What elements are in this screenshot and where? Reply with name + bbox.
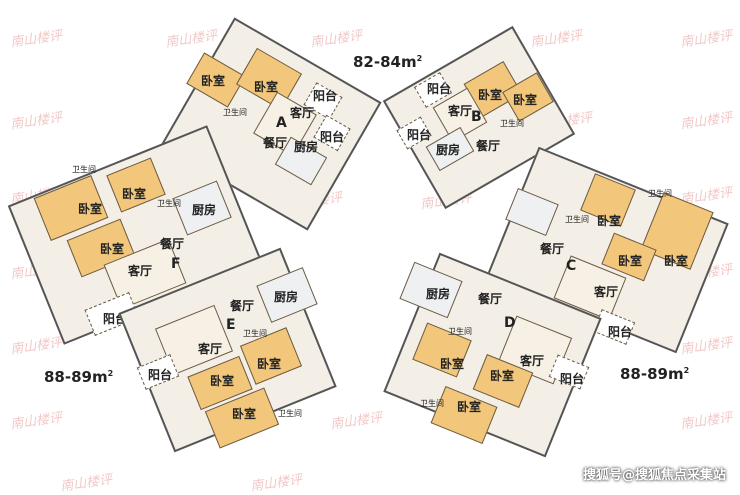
room-label-bedroom: 卧室 <box>210 374 235 388</box>
watermark: 南山楼评 <box>164 28 219 51</box>
area-value: 88-89 <box>44 368 92 386</box>
room-label-dining: 餐厅 <box>160 237 185 251</box>
room-label-dining: 餐厅 <box>478 292 503 306</box>
room-label-dining: 餐厅 <box>230 299 255 313</box>
room-label-bedroom: 卧室 <box>490 369 515 383</box>
room-label-balcony: 阳台 <box>608 325 633 339</box>
room-label-balcony: 阳台 <box>560 372 585 386</box>
room-label-balcony: 阳台 <box>148 368 173 382</box>
area-label-ef: 88-89m2 <box>44 368 113 386</box>
room-label-bathroom: 卫生间 <box>500 119 524 128</box>
room-label-balcony: 阳台 <box>427 82 452 96</box>
watermark: 南山楼评 <box>9 410 64 433</box>
area-unit: m <box>667 365 684 383</box>
room-label-living: 客厅 <box>448 104 473 118</box>
room-label-bedroom: 卧室 <box>513 93 538 107</box>
room-label-kitchen: 厨房 <box>274 290 299 304</box>
unit-letter-d: D <box>504 315 516 331</box>
watermark: 南山楼评 <box>9 335 64 358</box>
source-credit: 搜狐号@搜狐焦点采集站 <box>582 468 726 483</box>
room-label-bathroom: 卫生间 <box>420 399 444 408</box>
room-label-bathroom: 卫生间 <box>72 165 96 174</box>
area-label-cd: 88-89m2 <box>620 365 689 383</box>
watermark: 南山楼评 <box>309 28 364 51</box>
unit-letter-e: E <box>226 317 236 333</box>
room-label-bedroom: 卧室 <box>78 202 103 216</box>
unit-letter-f: F <box>171 256 181 272</box>
room-label-kitchen: 厨房 <box>294 140 319 154</box>
room-label-living: 客厅 <box>128 264 153 278</box>
area-unit: m <box>91 368 108 386</box>
watermark: 南山楼评 <box>679 410 734 433</box>
room-label-balcony: 阳台 <box>407 128 432 142</box>
room-label-bedroom: 卧室 <box>232 407 257 421</box>
watermark: 南山楼评 <box>329 410 384 433</box>
room-label-kitchen: 厨房 <box>192 203 217 217</box>
room-label-bathroom: 卫生间 <box>157 199 181 208</box>
room-label-living: 客厅 <box>290 106 315 120</box>
room-label-kitchen: 厨房 <box>426 287 451 301</box>
watermark: 南山楼评 <box>9 28 64 51</box>
room-label-living: 客厅 <box>594 285 619 299</box>
watermark: 南山楼评 <box>529 28 584 51</box>
watermark: 南山楼评 <box>249 472 304 495</box>
area-unit-sup: 2 <box>107 369 114 378</box>
watermark: 南山楼评 <box>679 28 734 51</box>
room-label-bedroom: 卧室 <box>201 74 226 88</box>
room-label-balcony: 阳台 <box>313 89 338 103</box>
room-label-dining: 餐厅 <box>476 139 501 153</box>
area-value: 88-89 <box>620 365 668 383</box>
room-label-bathroom: 卫生间 <box>648 189 672 198</box>
room-label-bathroom: 卫生间 <box>565 215 589 224</box>
area-unit-sup: 2 <box>416 54 423 63</box>
unit-letter-a: A <box>276 115 287 131</box>
watermark: 南山楼评 <box>679 110 734 133</box>
unit-letter-c: C <box>566 258 577 274</box>
room-label-bedroom: 卧室 <box>440 357 465 371</box>
room-label-dining: 餐厅 <box>263 136 288 150</box>
watermark: 南山楼评 <box>59 472 114 495</box>
room-label-living: 客厅 <box>198 342 223 356</box>
room-label-bedroom: 卧室 <box>478 88 503 102</box>
room-label-bathroom: 卫生间 <box>223 108 247 117</box>
room-label-bedroom: 卧室 <box>122 187 147 201</box>
room-label-bedroom: 卧室 <box>664 254 689 268</box>
room-label-bedroom: 卧室 <box>254 80 279 94</box>
room-label-bathroom: 卫生间 <box>243 329 267 338</box>
room-label-bathroom: 卫生间 <box>278 409 302 418</box>
watermark: 南山楼评 <box>679 335 734 358</box>
area-label-ab: 82-84m2 <box>353 53 422 71</box>
area-value: 82-84 <box>353 53 401 71</box>
unit-letter-b: B <box>471 109 482 125</box>
room-label-bathroom: 卫生间 <box>448 327 472 336</box>
room-label-bedroom: 卧室 <box>257 357 282 371</box>
room-label-bedroom: 卧室 <box>457 400 482 414</box>
area-unit-sup: 2 <box>683 366 690 375</box>
room-label-bedroom: 卧室 <box>618 254 643 268</box>
area-unit: m <box>400 53 417 71</box>
room-label-bedroom: 卧室 <box>597 214 622 228</box>
room-label-bedroom: 卧室 <box>100 242 125 256</box>
room-label-dining: 餐厅 <box>540 242 565 256</box>
room-label-balcony: 阳台 <box>320 130 345 144</box>
watermark: 南山楼评 <box>9 110 64 133</box>
room-label-kitchen: 厨房 <box>436 143 461 157</box>
room-label-living: 客厅 <box>520 354 545 368</box>
